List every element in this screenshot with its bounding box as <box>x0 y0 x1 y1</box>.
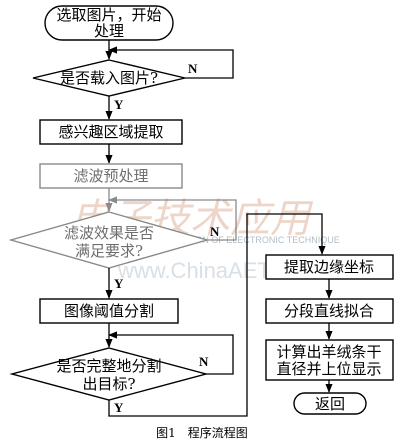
compute-label-line2: 直径并上位显示 <box>276 360 381 378</box>
filter-label: 滤波预处理 <box>73 167 148 185</box>
start-label-line1: 选取图片，开始 <box>56 6 161 24</box>
figure-caption: 图1 程序流程图 <box>156 425 248 440</box>
roi-label: 感兴趣区域提取 <box>58 123 163 141</box>
complete-yes-label: Y <box>114 400 124 415</box>
load-check-label: 是否载入图片? <box>60 69 158 87</box>
compute-display-box <box>265 339 394 381</box>
filter-preprocess-box <box>39 163 183 189</box>
start-label-line2: 处理 <box>94 22 124 40</box>
edge-coordinate-box <box>265 254 394 280</box>
threshold-segmentation-box <box>39 298 179 324</box>
arrow-complete-no-loop <box>108 331 234 375</box>
watermark-english: APPLICATION OF ELECTRONIC TECHNIQUE <box>150 235 340 245</box>
line-fit-label: 分段直线拟合 <box>284 302 374 320</box>
filter-check-label-line1: 滤波效果是否 <box>64 224 154 242</box>
end-label: 返回 <box>315 395 345 413</box>
end-node <box>293 392 367 415</box>
compute-label-line1: 计算出羊绒条干 <box>276 343 381 361</box>
filter-no-label: N <box>210 224 220 239</box>
filter-yes-label: Y <box>114 276 124 291</box>
roi-extraction-box <box>39 119 183 145</box>
complete-check-label-line2: 出目标? <box>82 375 135 393</box>
complete-no-label: N <box>199 354 209 369</box>
complete-check-label-line1: 是否完整地分割 <box>56 357 161 375</box>
arrow-complete-yes-to-edge <box>108 213 326 417</box>
arrow-load-no-loop <box>108 46 234 79</box>
arrow-filter-no-loop <box>108 196 237 241</box>
edge-label: 提取边缘坐标 <box>284 258 374 276</box>
load-no-label: N <box>188 61 198 76</box>
line-fitting-box <box>265 298 394 324</box>
filter-check-label-line2: 满足要求? <box>75 242 143 260</box>
load-yes-label: Y <box>114 97 124 112</box>
threshold-label: 图像阈值分割 <box>64 302 154 320</box>
